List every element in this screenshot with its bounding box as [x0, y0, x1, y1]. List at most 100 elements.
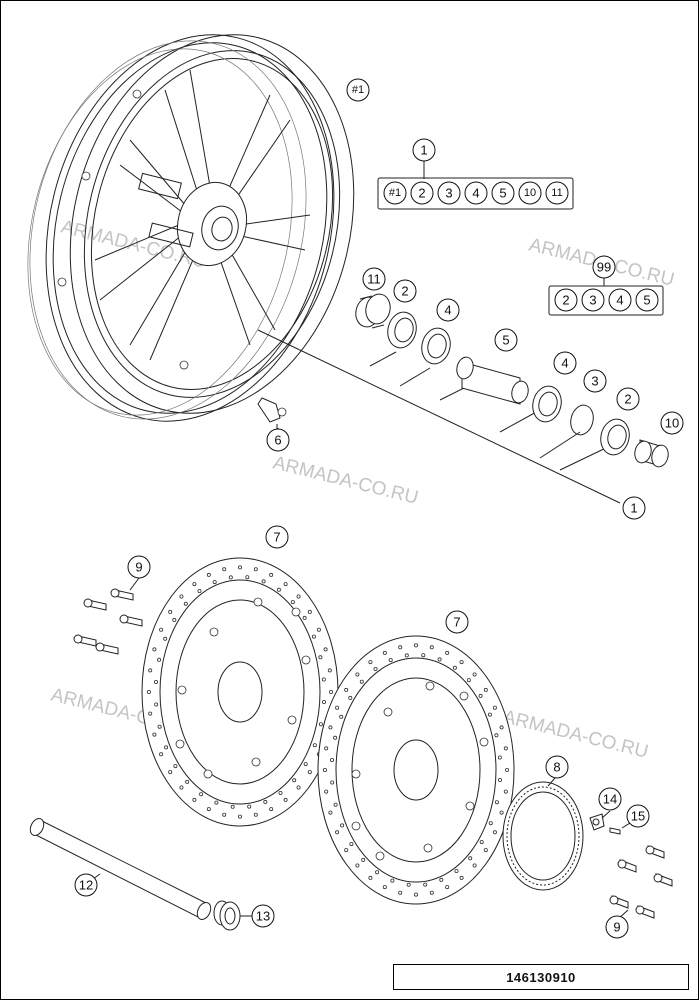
callout-1-top: 1 [412, 138, 436, 162]
kit-1-item-circle [437, 181, 461, 205]
brake-disc-right [317, 635, 515, 905]
perforation-hole [321, 677, 326, 682]
circlip-3 [570, 404, 594, 436]
perforation-hole [154, 702, 159, 707]
perforation-hole [152, 647, 157, 652]
perforation-hole [472, 672, 477, 677]
perforation-hole [168, 609, 173, 614]
bearing-4-bottom [532, 385, 562, 423]
callout-7-left: 7 [265, 525, 289, 549]
kit-1-item-label: 10 [524, 187, 536, 199]
perforation-hole [237, 814, 242, 819]
axle-nut-13 [213, 900, 241, 931]
perforation-hole [214, 800, 219, 805]
perforation-hole [311, 634, 316, 639]
perforation-hole [230, 804, 235, 809]
callout-11: 11 [362, 267, 386, 291]
perforation-hole [454, 869, 459, 874]
perforation-hole [324, 746, 329, 751]
perforation-hole [192, 797, 197, 802]
kit-1-item-label: 2 [418, 186, 425, 201]
callout-label: 13 [256, 909, 270, 924]
perforation-hole [466, 678, 471, 683]
perforation-hole [328, 725, 333, 730]
perforation-hole [429, 645, 434, 650]
watermark: ARMADA-CO.RU [501, 706, 651, 762]
perforation-hole [335, 830, 340, 835]
perforation-hole [276, 587, 281, 592]
perforation-hole [472, 863, 477, 868]
callout-99: 99 [592, 255, 616, 279]
perforation-hole [398, 890, 403, 895]
perforation-hole [452, 665, 457, 670]
kit-99-item-label: 4 [616, 293, 623, 308]
perforation-hole [445, 650, 450, 655]
callout-10: 10 [660, 411, 684, 435]
kit-99-item-circle [608, 288, 632, 312]
wheel-rim [27, 34, 355, 422]
perforation-hole [423, 882, 428, 887]
perforation-hole [312, 743, 317, 748]
perforation-hole [159, 627, 164, 632]
perforation-hole [494, 800, 499, 805]
bearing-4-top [421, 327, 451, 365]
perforation-hole [483, 687, 488, 692]
callout-12: 12 [74, 873, 98, 897]
perforation-hole [406, 882, 411, 887]
perforation-hole [478, 693, 483, 698]
perforation-hole [324, 789, 329, 794]
kit-1-item-label: 3 [445, 186, 452, 201]
perforation-hole [278, 791, 283, 796]
perforation-hole [146, 690, 151, 695]
perforation-hole [148, 711, 153, 716]
kit-1-item-circle [464, 181, 488, 205]
callout-label: 2 [401, 284, 408, 299]
callout-8: 8 [545, 755, 569, 779]
perforation-hole [318, 722, 323, 727]
callout-label: 15 [631, 809, 645, 824]
seal-2-top [387, 311, 417, 349]
perforation-hole [307, 609, 312, 614]
perforation-hole [269, 807, 274, 812]
perforation-hole [322, 768, 327, 773]
perforation-hole [388, 658, 393, 663]
perforation-hole [253, 812, 258, 817]
callout-label: 4 [561, 356, 568, 371]
kit-99-item-circle [581, 288, 605, 312]
kit-99-item-label: 5 [643, 293, 650, 308]
callout-6: 6 [266, 428, 290, 452]
perforation-hole [247, 804, 252, 809]
perforation-hole [439, 877, 444, 882]
perforation-hole [318, 655, 323, 660]
perforation-hole [359, 679, 364, 684]
callout-label: 3 [591, 374, 598, 389]
perforation-hole [404, 653, 409, 658]
callout-label: 11 [367, 272, 381, 287]
perforation-hole [368, 875, 373, 880]
brake-disc-left [141, 557, 339, 827]
perforation-hole [335, 705, 340, 710]
document-number: 146130910 [393, 964, 689, 990]
perforation-hole [479, 840, 484, 845]
perforation-hole [253, 567, 258, 572]
perforation-hole [445, 885, 450, 890]
perforation-hole [505, 768, 510, 773]
callout-hash1: #1 [346, 78, 370, 102]
watermark: ARMADA-CO.RU [271, 452, 421, 508]
callout-label: 9 [613, 920, 620, 935]
abs-sensor-14 [589, 813, 605, 831]
callout-label: 12 [79, 878, 93, 893]
abs-pulse-ring-8 [502, 781, 584, 891]
spacer-10 [634, 439, 669, 468]
perforation-hole [382, 650, 387, 655]
callout-label: 4 [444, 303, 451, 318]
valve-6 [257, 397, 287, 430]
perforation-hole [148, 668, 153, 673]
perforation-hole [459, 875, 464, 880]
callout-4-top: 4 [436, 298, 460, 322]
callout-label: 1 [420, 143, 427, 158]
perforation-hole [321, 700, 326, 705]
perforation-hole [468, 856, 473, 861]
perforation-hole [328, 810, 333, 815]
